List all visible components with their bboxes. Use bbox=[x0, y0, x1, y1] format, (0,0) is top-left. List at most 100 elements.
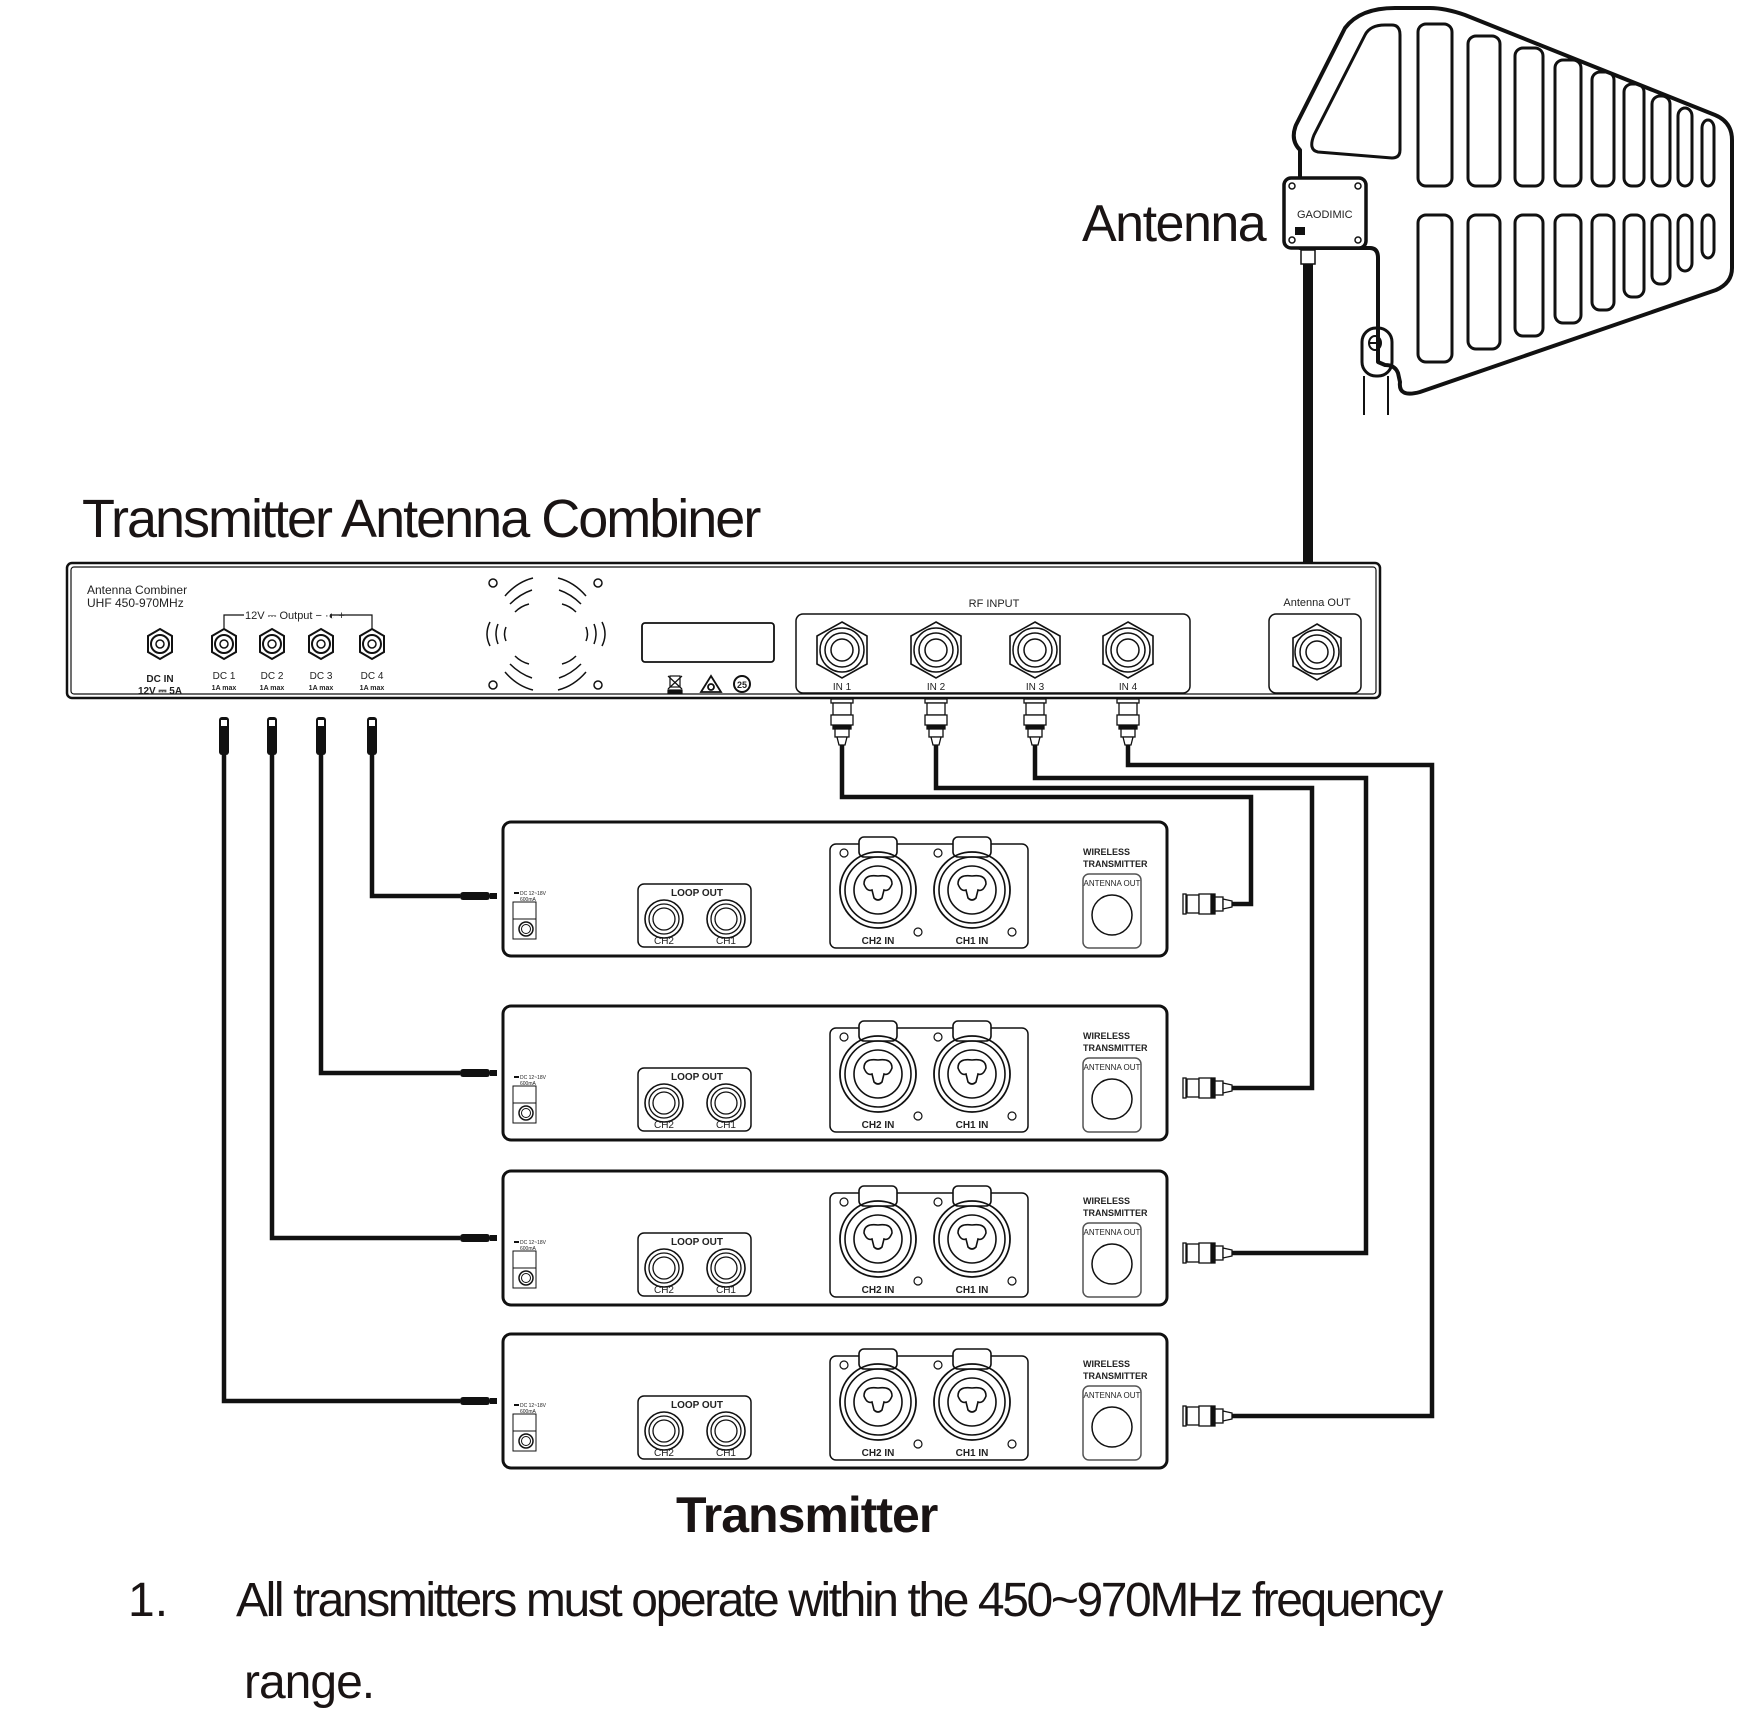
loop-out-ch1-jack[interactable] bbox=[706, 899, 746, 939]
antenna-slot bbox=[1622, 213, 1646, 299]
ch1-input-jack[interactable] bbox=[933, 836, 1017, 937]
antenna-slot bbox=[1590, 70, 1616, 188]
rf-input-label: IN 2 bbox=[927, 682, 946, 693]
loop-out-channel-label: CH1 bbox=[716, 1120, 736, 1131]
bnc-plug bbox=[1182, 1242, 1233, 1264]
dc-power-jack[interactable] bbox=[512, 1076, 537, 1124]
bnc-plug bbox=[1182, 1077, 1233, 1099]
antenna-out-group bbox=[1082, 873, 1142, 949]
antenna-slot bbox=[1700, 213, 1716, 260]
combiner-panel: Antenna Combiner UHF 450-970MHz 12V ⎓ Ou… bbox=[65, 561, 1382, 700]
rf-input-connector[interactable] bbox=[816, 621, 868, 679]
loop-out-ch2-jack[interactable] bbox=[644, 1248, 684, 1288]
input-channel-label: CH1 IN bbox=[956, 1448, 989, 1459]
antenna-slot bbox=[1553, 213, 1583, 325]
ch2-input-jack[interactable] bbox=[839, 836, 923, 937]
loop-out-label: LOOP OUT bbox=[671, 1072, 723, 1083]
unit-antenna-out-jack[interactable] bbox=[1091, 1078, 1133, 1120]
antenna-slot bbox=[1466, 213, 1502, 351]
unit-brand-line2: TRANSMITTER bbox=[1083, 1043, 1148, 1053]
input-group bbox=[829, 1027, 1029, 1133]
dc-power-jack[interactable] bbox=[512, 1404, 537, 1452]
ch2-input-jack[interactable] bbox=[839, 1185, 923, 1286]
unit-antenna-out-label: ANTENNA OUT bbox=[1084, 879, 1141, 888]
loop-out-ch2-jack[interactable] bbox=[644, 1411, 684, 1451]
loop-out-ch1-jack[interactable] bbox=[706, 1411, 746, 1451]
rf-input-connector[interactable] bbox=[910, 621, 962, 679]
loop-out-label: LOOP OUT bbox=[671, 1400, 723, 1411]
unit-antenna-out-jack[interactable] bbox=[1091, 1406, 1133, 1448]
dc-plug bbox=[460, 1069, 490, 1077]
ch2-input-jack[interactable] bbox=[839, 1348, 923, 1449]
input-group bbox=[829, 1192, 1029, 1298]
unit-antenna-out-jack[interactable] bbox=[1091, 1243, 1133, 1285]
antenna-slot bbox=[1650, 213, 1672, 286]
antenna-slot bbox=[1466, 34, 1502, 188]
antenna-slot bbox=[1676, 106, 1694, 188]
dc-power-jack[interactable] bbox=[512, 892, 537, 940]
loop-out-ch1-jack[interactable] bbox=[706, 1248, 746, 1288]
dc-plug bbox=[219, 717, 229, 755]
loop-out-group bbox=[637, 883, 752, 948]
antenna-slot bbox=[1310, 23, 1402, 160]
unit-antenna-out-jack[interactable] bbox=[1091, 894, 1133, 936]
antenna-slot bbox=[1416, 22, 1454, 188]
dc-output-jack[interactable] bbox=[259, 627, 285, 661]
loop-out-group bbox=[637, 1232, 752, 1297]
loop-out-ch1-jack[interactable] bbox=[706, 1083, 746, 1123]
note-line-2: range. bbox=[244, 1656, 375, 1709]
dc-plug bbox=[460, 1397, 490, 1405]
antenna-slot bbox=[1513, 46, 1545, 188]
rf-input-connector[interactable] bbox=[1102, 621, 1154, 679]
antenna-slot bbox=[1622, 82, 1646, 188]
rf-input-connector[interactable] bbox=[1009, 621, 1061, 679]
antenna-slot bbox=[1553, 58, 1583, 188]
input-channel-label: CH2 IN bbox=[862, 1120, 895, 1131]
combiner-model-line1: Antenna Combiner bbox=[87, 583, 187, 597]
rf-cable bbox=[933, 745, 1315, 1091]
antenna-out-group bbox=[1082, 1222, 1142, 1298]
dc-power-cable bbox=[318, 752, 460, 1076]
dc-output-rating: 1A max bbox=[309, 685, 334, 692]
power-current: 600mA bbox=[520, 897, 537, 903]
ch1-input-jack[interactable] bbox=[933, 1020, 1017, 1121]
rf-cable bbox=[839, 745, 1254, 907]
dc-power-cable bbox=[221, 752, 460, 1404]
dc-in-label: DC IN bbox=[146, 674, 173, 685]
dc-output-label: DC 2 bbox=[261, 671, 284, 682]
dc-in-jack[interactable] bbox=[147, 627, 173, 661]
dc-output-label: DC 4 bbox=[361, 671, 384, 682]
input-channel-label: CH2 IN bbox=[862, 1285, 895, 1296]
bnc-plug bbox=[1182, 1405, 1233, 1427]
antenna-slot bbox=[1416, 213, 1454, 364]
combiner-model-line2: UHF 450-970MHz bbox=[87, 596, 184, 610]
rf-cable bbox=[1125, 745, 1435, 1419]
display-window bbox=[641, 622, 775, 663]
loop-out-ch2-jack[interactable] bbox=[644, 1083, 684, 1123]
svg-text:25: 25 bbox=[737, 680, 747, 690]
dc-plug bbox=[460, 1234, 490, 1242]
epup-25-icon: 25 bbox=[733, 675, 751, 693]
dc-in-rating: 12V ⎓ 5A bbox=[138, 686, 182, 697]
note-number: 1. bbox=[128, 1574, 169, 1627]
ch2-input-jack[interactable] bbox=[839, 1020, 923, 1121]
dc-power-jack[interactable] bbox=[512, 1241, 537, 1289]
antenna-out-connector[interactable] bbox=[1292, 623, 1342, 681]
dc-plug bbox=[367, 717, 377, 755]
unit-brand-line2: TRANSMITTER bbox=[1083, 859, 1148, 869]
unit-brand-line1: WIRELESS bbox=[1083, 847, 1130, 857]
loop-out-ch2-jack[interactable] bbox=[644, 899, 684, 939]
dc-output-jack[interactable] bbox=[308, 627, 334, 661]
antenna bbox=[1291, 6, 1734, 415]
rf-input-group bbox=[795, 613, 1191, 694]
dc-plug bbox=[267, 717, 277, 755]
dc-output-rating: 1A max bbox=[260, 685, 285, 692]
antenna-slot bbox=[1513, 213, 1545, 338]
ch1-input-jack[interactable] bbox=[933, 1185, 1017, 1286]
ch1-input-jack[interactable] bbox=[933, 1348, 1017, 1449]
dc-output-jack[interactable] bbox=[359, 627, 385, 661]
bnc-plug bbox=[1116, 698, 1140, 746]
rf-input-label: IN 3 bbox=[1026, 682, 1045, 693]
dc-output-jack[interactable] bbox=[211, 627, 237, 661]
